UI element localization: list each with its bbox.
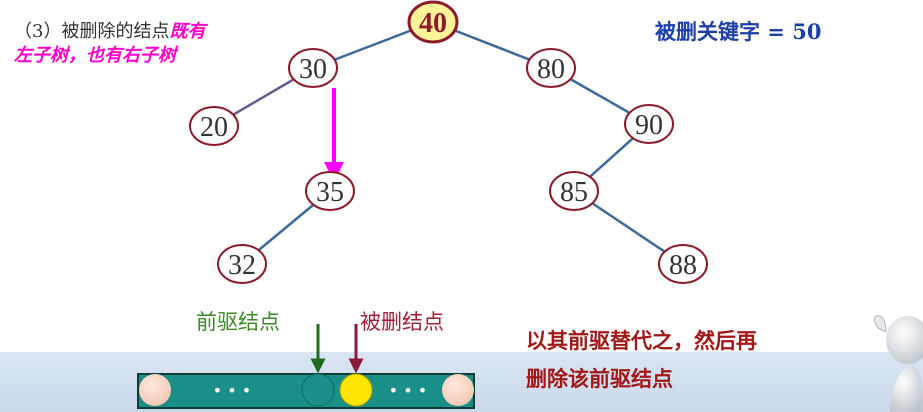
- tree-node-35: 35: [305, 171, 355, 211]
- deleted-node-label: 被删结点: [360, 310, 444, 334]
- tree-node-key: 85: [560, 177, 588, 208]
- tree-node-circle: [217, 244, 267, 284]
- case-caption: （3）被删除的结点既有 左子树，也有右子树: [14, 20, 294, 68]
- case-caption-highlight-1: 既有: [169, 21, 206, 42]
- sequence-first-element: [139, 374, 171, 406]
- tree-node-key: 90: [635, 110, 663, 141]
- tree-node-40: 40: [407, 0, 459, 44]
- sequence-dots-right: • • •: [389, 381, 427, 400]
- tree-node-circle: [526, 48, 576, 88]
- sequence-deleted-element: [339, 373, 373, 407]
- tree-node-key: 40: [419, 8, 447, 39]
- tree-node-key: 30: [299, 54, 327, 85]
- sequence-predecessor-element: [301, 373, 335, 407]
- tree-node-88: 88: [658, 244, 708, 284]
- tree-node-circle: [407, 0, 459, 44]
- tree-node-circle: [658, 244, 708, 284]
- replacement-note: 以其前驱替代之，然后再 删除该前驱结点: [526, 322, 866, 398]
- presenter-figure-icon: [873, 315, 923, 412]
- replacement-note-line-2: 删除该前驱结点: [526, 366, 673, 391]
- sequence-dots-left: • • •: [213, 381, 251, 400]
- tree-nodes: 40 30 80 20 90 35 85 32 88: [189, 0, 708, 284]
- tree-node-key: 20: [200, 112, 228, 143]
- tree-node-circle: [189, 106, 239, 146]
- sequence-last-element: [442, 374, 474, 406]
- tree-node-circle: [624, 104, 674, 144]
- tree-node-circle: [549, 171, 599, 211]
- tree-node-80: 80: [526, 48, 576, 88]
- case-caption-prefix: （3）被删除的结点: [14, 21, 170, 42]
- tree-node-20: 20: [189, 106, 239, 146]
- tree-node-90: 90: [624, 104, 674, 144]
- deleted-key-label: 被删关键字 = 50: [655, 19, 822, 44]
- tree-node-key: 80: [537, 54, 565, 85]
- tree-node-circle: [288, 48, 338, 88]
- replacement-note-line-1: 以其前驱替代之，然后再: [526, 328, 757, 353]
- tree-node-32: 32: [217, 244, 267, 284]
- predecessor-label: 前驱结点: [196, 310, 280, 334]
- tree-node-key: 32: [228, 250, 256, 281]
- tree-node-key: 35: [316, 177, 344, 208]
- case-caption-highlight-2: 左子树，也有右子树: [14, 45, 176, 66]
- tree-node-30: 30: [288, 48, 338, 88]
- tree-node-key: 88: [669, 250, 697, 281]
- tree-node-circle: [305, 171, 355, 211]
- tree-node-85: 85: [549, 171, 599, 211]
